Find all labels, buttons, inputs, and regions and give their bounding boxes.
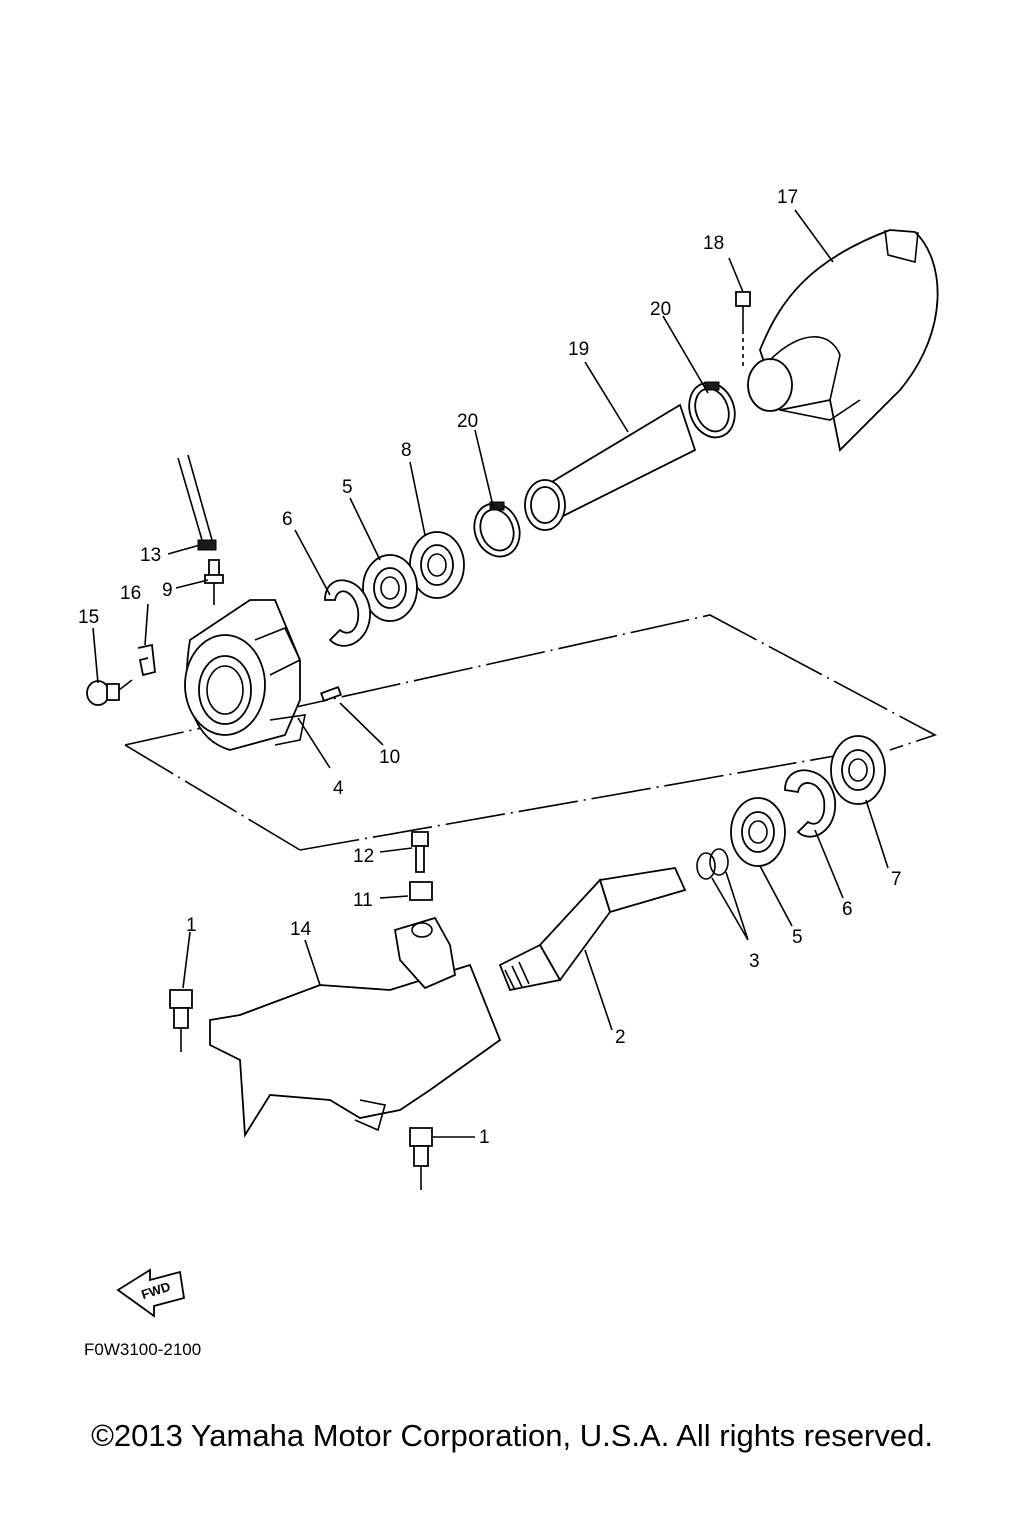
callout-17: 17	[777, 187, 799, 208]
copyright-notice: ©2013 Yamaha Motor Corporation, U.S.A. A…	[91, 1418, 933, 1453]
callout-15: 15	[78, 607, 100, 628]
drawing-code: F0W3100-2100	[84, 1340, 202, 1359]
callout-11: 11	[353, 890, 373, 911]
fwd-arrow-icon	[118, 1270, 184, 1316]
callout-7: 7	[891, 869, 902, 890]
part-14-pump-housing	[210, 918, 500, 1135]
callout-1-lower: 1	[479, 1127, 490, 1148]
part-15-bolt	[87, 680, 132, 705]
callout-5-upper: 5	[342, 477, 353, 498]
callout-4: 4	[333, 778, 344, 799]
callout-20-upper: 20	[650, 299, 672, 320]
callout-9: 9	[162, 580, 173, 601]
callout-6-lower: 6	[842, 899, 853, 920]
callout-16: 16	[120, 583, 142, 604]
part-3-o-rings	[697, 849, 728, 879]
part-18-bolt	[736, 292, 750, 370]
part-8-bearing	[410, 532, 464, 598]
part-11-collar	[410, 882, 432, 900]
part-12-bolt	[412, 832, 428, 872]
callout-10: 10	[379, 747, 401, 768]
part-17-duct-housing	[748, 230, 938, 450]
part-20-hose-clamp-upper	[682, 376, 742, 444]
leader-lines	[93, 210, 888, 1137]
part-5-bearing-lower	[731, 798, 785, 866]
part-6-circlip-lower	[785, 770, 835, 836]
callout-12: 12	[353, 846, 375, 867]
callout-20-lower: 20	[457, 411, 479, 432]
part-2-drive-shaft	[500, 868, 685, 990]
part-1-bolt-lower	[410, 1128, 432, 1190]
callout-2: 2	[615, 1027, 626, 1048]
callout-13: 13	[140, 545, 162, 566]
part-6-circlip-upper	[325, 580, 370, 646]
part-19-hose	[525, 405, 695, 530]
callout-18: 18	[703, 233, 725, 254]
callout-19: 19	[568, 339, 590, 360]
callout-1-upper: 1	[186, 915, 197, 936]
callout-14: 14	[290, 919, 312, 940]
callout-3: 3	[749, 951, 760, 972]
part-1-bolt-upper	[170, 990, 192, 1052]
part-16-bracket	[138, 645, 155, 675]
part-20-hose-clamp-lower	[467, 497, 527, 563]
part-10-dowel-pin	[321, 687, 341, 701]
part-4-bearing-housing	[185, 600, 305, 750]
part-13-clip	[198, 540, 216, 550]
part-7-bearing	[831, 736, 885, 804]
callout-5-lower: 5	[792, 927, 803, 948]
callout-8: 8	[401, 440, 412, 461]
part-9-fitting	[205, 560, 223, 605]
part-5-bearing-upper	[363, 555, 417, 621]
hose-line	[178, 455, 212, 540]
assembly-boundary	[125, 615, 935, 850]
callout-6-upper: 6	[282, 509, 293, 530]
